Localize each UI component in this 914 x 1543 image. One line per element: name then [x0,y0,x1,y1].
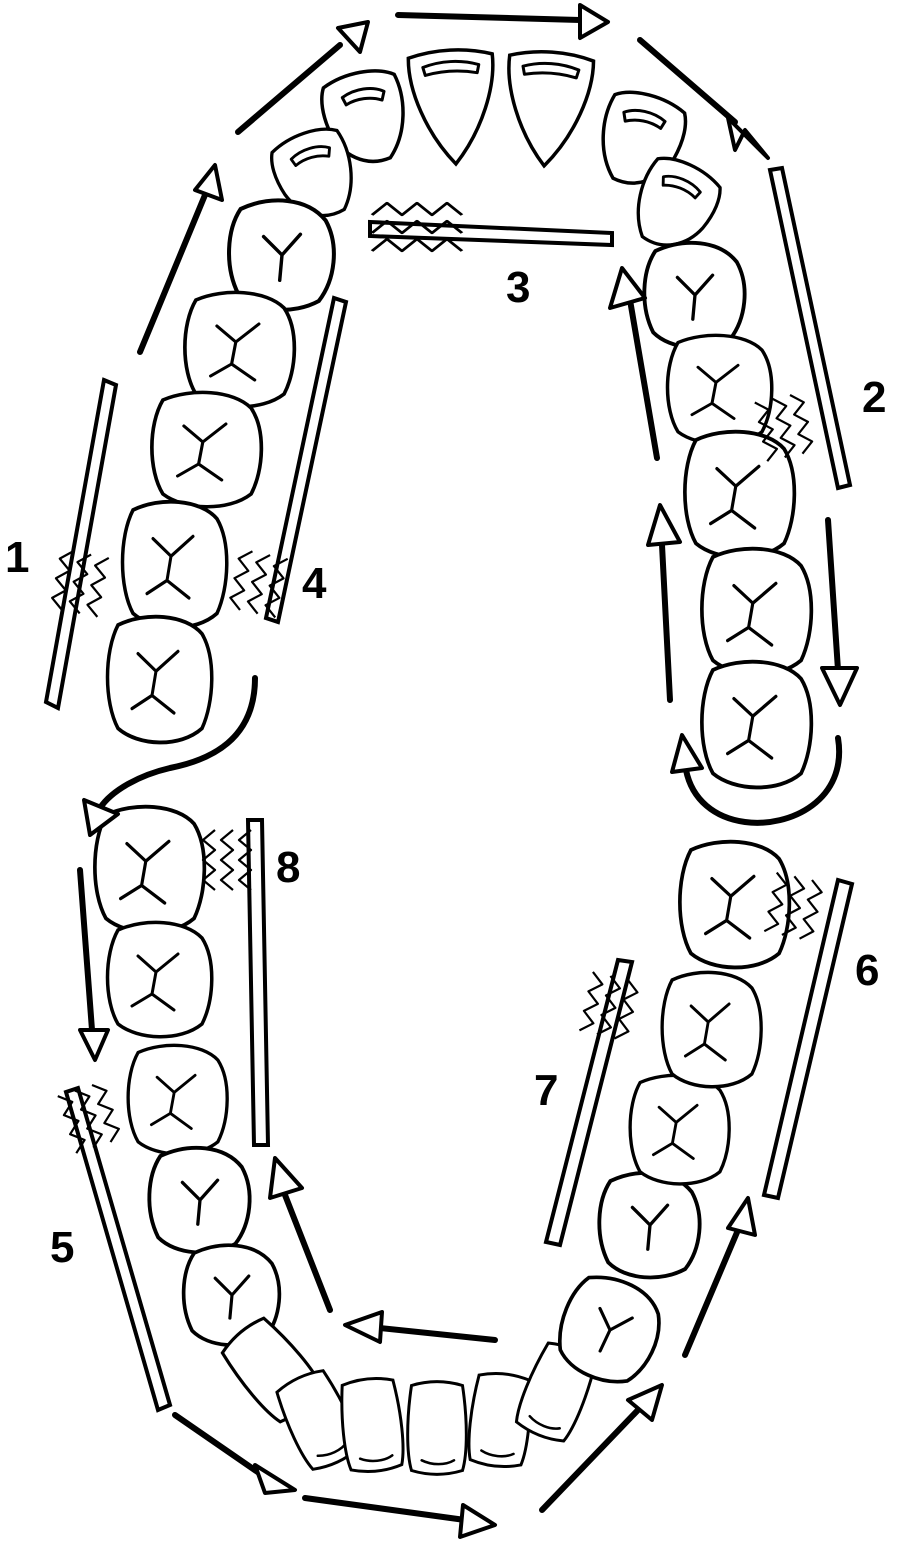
toothbrush-3 [370,203,612,251]
upper-arch [108,48,812,788]
lower-molar-left-2 [108,922,212,1036]
upper-premolar-left-2 [185,292,294,406]
arrow-head-right-inner-lower-up [648,505,680,545]
step-label-7: 7 [534,1066,558,1115]
arrow-head-lower-inner-front [345,1312,382,1342]
lower-molar-left-1 [95,807,204,933]
step-label-6: 6 [855,946,879,995]
arrow-path-lower-inner-front [380,1328,495,1340]
arrow-head-right-curve [672,735,702,772]
arrow-head-lower-left [255,1465,295,1493]
arrow-head-lower-inner-left-up [270,1158,302,1198]
arrow-head-left-lower-down [80,1030,108,1060]
lower-central-incisor-left-2 [408,1382,467,1475]
toothbrush-6 [764,873,852,1198]
step-label-8: 8 [276,843,300,892]
arrow-path-bottom [305,1498,465,1520]
step-label-1: 1 [5,533,29,582]
lower-premolar-left-1 [149,1148,249,1253]
lower-central-incisor-left-1 [338,1376,406,1474]
arrow-head-bottom [460,1505,495,1537]
step-label-3: 3 [506,263,530,312]
arrow-head-left-up [195,165,222,200]
step-label-5: 5 [50,1223,74,1272]
lower-premolar-right-1 [599,1173,699,1278]
arrow-path-lower-left [175,1415,262,1475]
arrow-head-right-down [822,668,857,705]
upper-central-incisor-left [408,48,498,166]
arrow-path-top [398,15,580,20]
upper-premolar-right-2 [668,335,772,444]
upper-molar-left-1 [152,392,261,506]
arrow-head-right-lower-up [728,1198,755,1235]
upper-molar-left-3 [108,617,212,743]
upper-premolar-right-1 [644,243,744,348]
upper-molar-right-3 [702,662,811,788]
lower-molar-left-3 [128,1045,227,1154]
arrow-path-right-down [828,520,838,670]
toothbrush-1 [46,380,116,708]
arrow-path-right-inner-lower-up [662,545,670,700]
step-label-4: 4 [302,559,327,608]
upper-molar-right-1 [685,432,794,558]
arrow-head-upper-right [728,118,768,158]
arrow-head-upper-left [338,22,368,52]
arrow-head-top [580,5,608,38]
upper-molar-right-2 [702,549,811,675]
arrow-path-left-lower-down [80,870,92,1030]
upper-central-incisor-right [502,49,594,169]
arrow-path-lower-inner-left-up [285,1195,330,1310]
arrow-head-right-inner-up [610,268,645,308]
lower-molar-right-3 [630,1075,729,1184]
step-label-2: 2 [862,373,886,422]
lower-arch [95,807,789,1475]
lower-molar-right-2 [662,972,761,1086]
lower-molar-right-1 [680,842,789,968]
upper-molar-left-2 [123,502,227,628]
